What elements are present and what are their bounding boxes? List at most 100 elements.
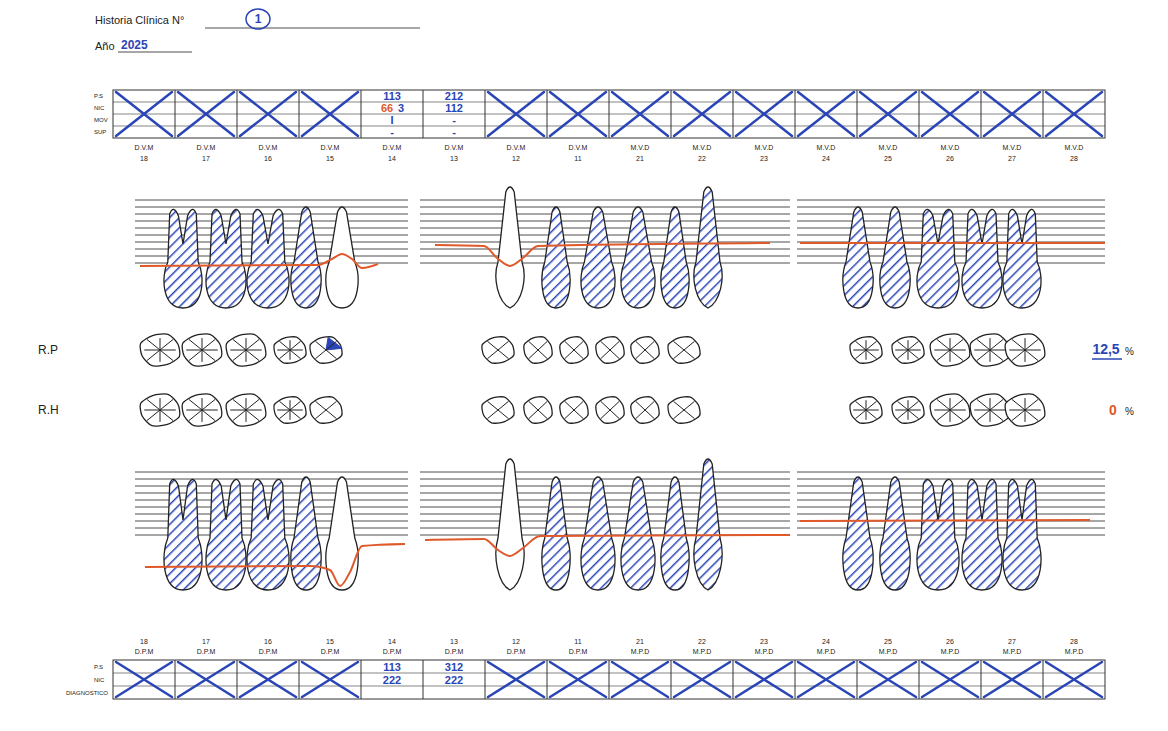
- chart-label: D.P.M: [135, 648, 154, 655]
- chart-drawing: [420, 207, 790, 208]
- chart-label: 14: [388, 638, 396, 645]
- chart-label: -: [452, 127, 456, 138]
- chart-label: 27: [1008, 638, 1016, 645]
- tooth-outline: [661, 477, 689, 590]
- chart-drawing: [922, 662, 978, 697]
- chart-drawing: [612, 92, 668, 136]
- occlusal-outline: [596, 337, 624, 363]
- chart-drawing: [135, 479, 408, 480]
- chart-label: D.P.M: [507, 648, 526, 655]
- chart-drawing: [1046, 92, 1102, 136]
- tooth-outline: [661, 207, 689, 308]
- chart-drawing: [240, 662, 296, 697]
- chart-drawing: [866, 340, 867, 360]
- chart-label: D.P.M: [383, 648, 402, 655]
- chart-label: 13: [450, 155, 458, 162]
- chart-drawing: [113, 686, 1105, 687]
- chart-label: M.P.D: [1003, 648, 1022, 655]
- chart-label: M.V.D: [693, 144, 712, 151]
- chart-drawing: [315, 401, 336, 418]
- occlusal-outline: [482, 337, 514, 363]
- chart-drawing: [302, 92, 358, 136]
- chart-label: 17: [202, 155, 210, 162]
- occlusal-outline: [631, 397, 659, 423]
- chart-drawing: [488, 92, 544, 136]
- tooth-outline: [542, 477, 570, 590]
- tooth-outline: [206, 479, 246, 590]
- chart-drawing: [565, 341, 584, 358]
- chart-drawing: [636, 341, 655, 358]
- chart-drawing: [178, 92, 234, 136]
- chart-drawing: [984, 662, 1040, 697]
- occlusal-outline: [274, 337, 306, 363]
- chart-drawing: [135, 207, 408, 208]
- chart-drawing: [246, 9, 270, 29]
- chart-label: 312: [445, 661, 463, 672]
- occlusal-outline: [524, 337, 552, 363]
- occlusal-outline: [1005, 394, 1045, 426]
- chart-label: 24: [822, 155, 830, 162]
- chart-drawing: [116, 92, 172, 136]
- chart-label: M.P.D: [941, 648, 960, 655]
- chart-drawing: [609, 660, 610, 699]
- occlusal-outline: [631, 337, 659, 363]
- chart-drawing: [116, 92, 172, 136]
- occlusal-outline: [970, 334, 1010, 366]
- chart-drawing: [202, 338, 203, 362]
- chart-drawing: [487, 401, 508, 418]
- tooth-outline: [880, 207, 910, 308]
- tooth-outline: [843, 477, 873, 590]
- chart-label: M.P.D: [631, 648, 650, 655]
- tooth-outline: [581, 477, 615, 590]
- chart-label: M.P.D: [755, 648, 774, 655]
- chart-label: 24: [822, 638, 830, 645]
- chart-label: 15: [326, 638, 334, 645]
- chart-label: 113: [383, 91, 401, 102]
- occlusal-outline: [892, 337, 924, 363]
- chart-drawing: [798, 662, 854, 697]
- chart-drawing: [420, 472, 790, 473]
- chart-label: M.V.D: [879, 144, 898, 151]
- chart-drawing: [673, 341, 694, 358]
- chart-drawing: [529, 401, 548, 418]
- chart-drawing: [240, 92, 296, 136]
- chart-drawing: [601, 341, 620, 358]
- occlusal-outline: [310, 337, 342, 363]
- chart-label: 22: [698, 638, 706, 645]
- chart-drawing: [175, 660, 176, 699]
- chart-drawing: [315, 341, 336, 358]
- chart-drawing: [488, 92, 544, 136]
- chart-label: M.V.D: [755, 144, 774, 151]
- chart-drawing: [547, 660, 548, 699]
- chart-drawing: [487, 401, 508, 418]
- chart-label: P.S: [94, 93, 103, 99]
- chart-drawing: [1046, 662, 1102, 697]
- chart-drawing: [1092, 358, 1122, 360]
- chart-label: 25: [884, 155, 892, 162]
- chart-label: 25: [884, 638, 892, 645]
- chart-label: -: [390, 127, 394, 138]
- header-lines: [118, 9, 1122, 359]
- occlusal-outline: [1005, 334, 1045, 366]
- chart-drawing: [565, 401, 584, 418]
- chart-drawing: [636, 341, 655, 358]
- chart-drawing: [550, 662, 606, 697]
- tooth-outline: [206, 209, 246, 308]
- tooth-outline: [694, 459, 722, 590]
- chart-drawing: [113, 90, 1105, 138]
- chart-drawing: [797, 207, 1105, 208]
- occlusal-outline: [668, 397, 700, 423]
- chart-drawing: [908, 340, 909, 360]
- tooth-outline: [962, 479, 1002, 590]
- chart-drawing: [135, 472, 408, 473]
- occlusal-row: [140, 394, 1045, 426]
- chart-label: 26: [946, 638, 954, 645]
- chart-label: M.V.D: [941, 144, 960, 151]
- chart-drawing: [487, 341, 508, 358]
- chart-drawing: [202, 398, 203, 422]
- tooth-outline: [164, 479, 202, 590]
- tooth-outline: [247, 479, 289, 590]
- chart-label: 22: [698, 155, 706, 162]
- chart-drawing: [857, 660, 858, 699]
